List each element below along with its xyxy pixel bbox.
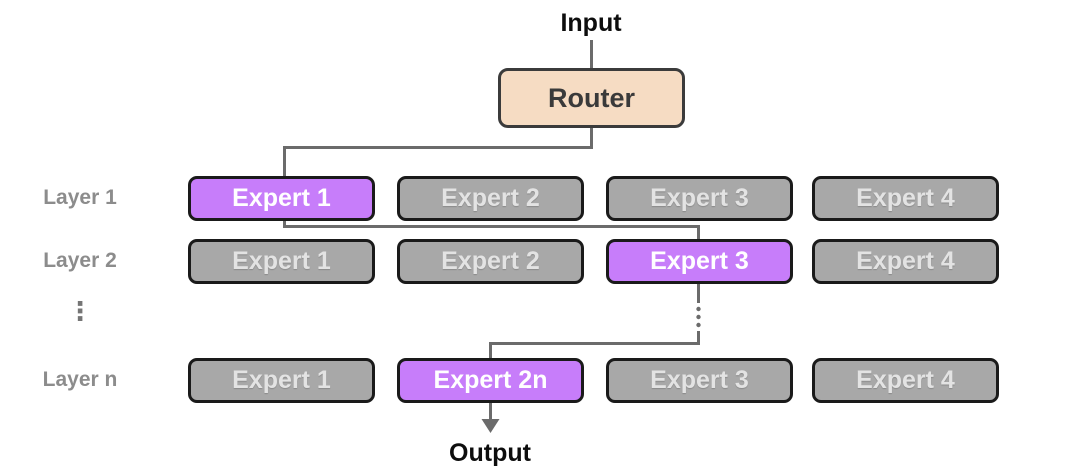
layer2-expert3-box: Expert 3 — [606, 239, 793, 284]
layer1-expert1-box: Expert 1 — [188, 176, 375, 221]
layern-expert2n-box: Expert 2n — [397, 358, 584, 403]
layers-ellipsis: ⋮ — [67, 296, 93, 326]
router-label: Router — [548, 82, 635, 113]
layer-2-label: Layer 2 — [43, 249, 117, 272]
layer2-expert4-box: Expert 4 — [812, 239, 999, 284]
layer2-expert1-box: Expert 1 — [188, 239, 375, 284]
layern-expert3-box: Expert 3 — [606, 358, 793, 403]
layern-expert4-box: Expert 4 — [812, 358, 999, 403]
wire-router-to-layer1-expert1 — [283, 128, 593, 176]
wire-layer1-expert1-to-layer2-expert3 — [283, 221, 700, 239]
wire-hidden-layers-to-layern-expert2n — [489, 331, 700, 358]
output-label: Output — [449, 439, 531, 467]
layer-n-label: Layer n — [42, 368, 118, 391]
layer1-expert4-box: Expert 4 — [812, 176, 999, 221]
layer1-expert2-box: Expert 2 — [397, 176, 584, 221]
wire-ellipsis-dots — [696, 306, 701, 328]
router-box: Router — [498, 68, 685, 128]
layer-1-label: Layer 1 — [43, 186, 117, 209]
arrow-down-icon — [481, 419, 500, 433]
layer1-expert3-box: Expert 3 — [606, 176, 793, 221]
layer2-expert2-box: Expert 2 — [397, 239, 584, 284]
layern-expert1-box: Expert 1 — [188, 358, 375, 403]
input-label: Input — [560, 9, 622, 37]
